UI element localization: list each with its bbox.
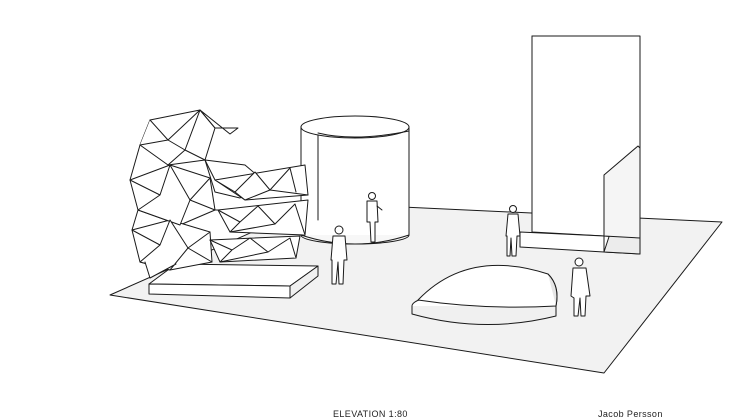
figure-right [570,257,591,317]
figure-center [330,225,348,285]
figure-at-slab [505,205,521,257]
caption-author: Jacob Persson [598,409,663,419]
sculpture-base [148,263,319,299]
curved-lounge-disk [411,264,558,326]
faceted-sculpture [129,109,309,279]
cylinder-pavilion [300,115,410,245]
caption-title: ELEVATION 1:80 [333,409,408,419]
figure-by-cylinder [366,192,383,243]
tall-slab [519,35,641,255]
